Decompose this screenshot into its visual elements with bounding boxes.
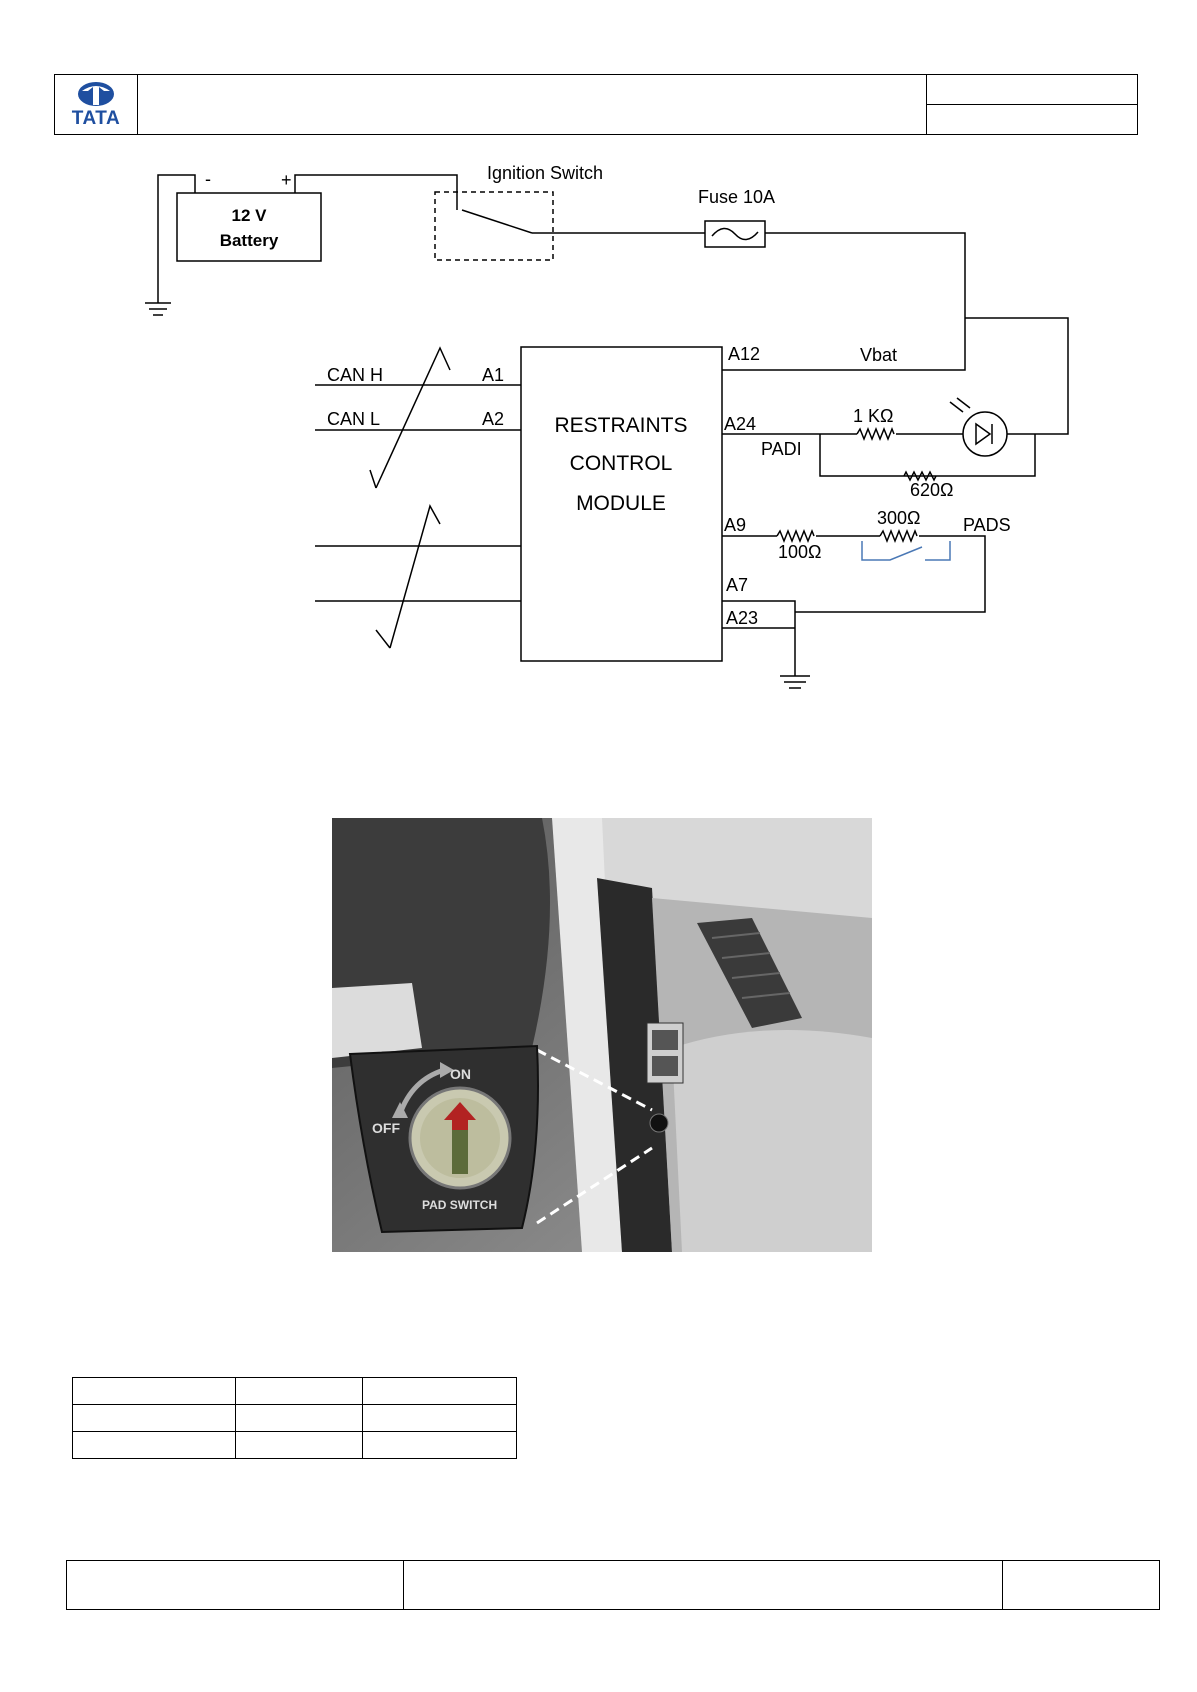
pads-label: PADS xyxy=(963,515,1011,535)
restraints-control-module xyxy=(520,346,723,662)
battery-label: Battery xyxy=(220,231,279,250)
battery-voltage-label: 12 V xyxy=(232,206,268,225)
tata-emblem-icon xyxy=(78,82,114,106)
footer-cell-right xyxy=(1002,1561,1159,1609)
table-row xyxy=(72,1431,517,1459)
resistor-620 xyxy=(903,470,937,482)
pad-switch-photo: ON OFF PAD SWITCH xyxy=(332,818,872,1252)
battery-minus-label: - xyxy=(205,169,211,189)
pin-a1-label: A1 xyxy=(482,365,504,385)
ignition-switch-box xyxy=(434,191,554,261)
off-label: OFF xyxy=(372,1120,400,1136)
ignition-switch-label: Ignition Switch xyxy=(487,163,603,183)
can-l-label: CAN L xyxy=(327,409,380,429)
pin-a12-label: A12 xyxy=(728,344,760,364)
fuse-box xyxy=(704,220,766,248)
pin-a24-label: A24 xyxy=(724,414,756,434)
padi-led xyxy=(962,411,1008,457)
led-light-arrow xyxy=(949,401,964,413)
pin-a7-label: A7 xyxy=(726,575,748,595)
resistor-100-label: 100Ω xyxy=(778,542,822,562)
document-header: TATA xyxy=(54,74,1138,135)
module-label-line3: MODULE xyxy=(576,492,666,515)
table-cell xyxy=(235,1377,363,1405)
fuse-icon xyxy=(711,227,759,241)
module-label-line2: CONTROL xyxy=(570,452,673,475)
on-label: ON xyxy=(450,1066,471,1082)
logo-text: TATA xyxy=(71,108,121,129)
circuit-diagram: - + 12 V Battery Ignition Switch Fuse 10… xyxy=(145,163,1069,689)
footer-cell-left xyxy=(67,1561,404,1609)
table-cell xyxy=(362,1431,517,1459)
pin-a9-label: A9 xyxy=(724,515,746,535)
pin-a2-label: A2 xyxy=(482,409,504,429)
battery-plus-label: + xyxy=(281,170,292,190)
header-meta-row-1 xyxy=(927,75,1137,105)
resistor-620-label: 620Ω xyxy=(910,480,954,500)
break-mark-upper xyxy=(375,346,451,489)
fuse-label: Fuse 10A xyxy=(698,187,775,207)
battery-ground-wire xyxy=(157,174,196,303)
resistor-300-label: 300Ω xyxy=(877,508,921,528)
break-mark-lower xyxy=(389,504,441,649)
module-label-line1: RESTRAINTS xyxy=(554,414,687,437)
pads-switch xyxy=(861,541,923,561)
resistor-1k-label: 1 KΩ xyxy=(853,406,893,426)
header-meta-cell xyxy=(926,75,1137,134)
dashboard-illustration xyxy=(332,818,872,1252)
tata-logo: TATA xyxy=(55,75,138,134)
pad-switch-label: PAD SWITCH xyxy=(422,1198,498,1212)
table-cell xyxy=(72,1431,236,1459)
table-cell xyxy=(362,1404,517,1432)
vbat-wire xyxy=(722,232,966,371)
table-row xyxy=(72,1377,517,1405)
resistor-300 xyxy=(879,528,918,544)
table-cell xyxy=(72,1404,236,1432)
table-cell xyxy=(72,1377,236,1405)
table-cell xyxy=(362,1377,517,1405)
padi-label: PADI xyxy=(761,439,802,459)
ignition-switch-lever xyxy=(461,209,533,234)
table-row xyxy=(72,1404,517,1432)
document-footer xyxy=(66,1560,1160,1610)
vbat-label: Vbat xyxy=(860,345,897,365)
empty-table xyxy=(72,1377,517,1459)
table-cell xyxy=(235,1431,363,1459)
can-h-label: CAN H xyxy=(327,365,383,385)
resistor-1k xyxy=(856,426,895,442)
battery-box xyxy=(176,192,322,262)
pad-switch-arrow-icon xyxy=(452,1118,468,1174)
resistor-100 xyxy=(776,528,815,544)
table-cell xyxy=(235,1404,363,1432)
pin-a23-label: A23 xyxy=(726,608,758,628)
